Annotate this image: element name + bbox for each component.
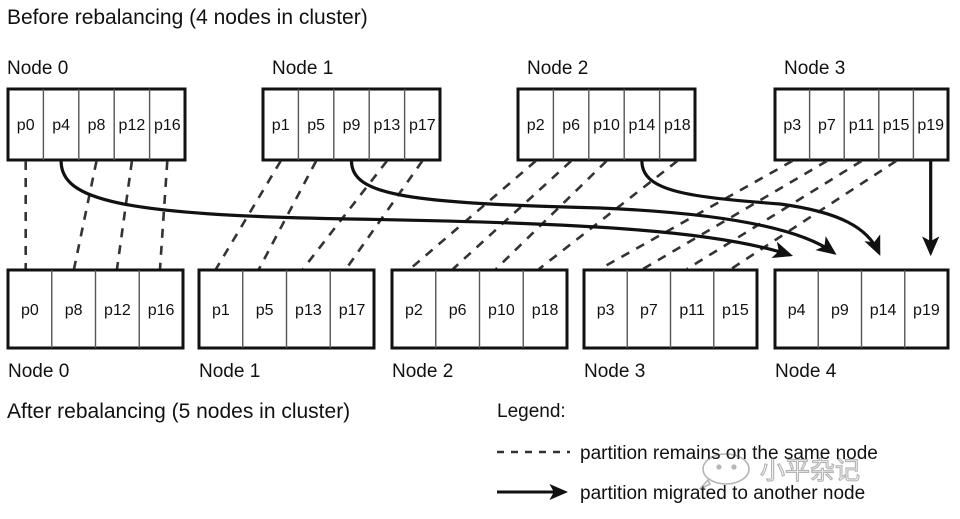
stay-link-p13 [301, 160, 388, 270]
migrate-arrow-p4 [59, 160, 794, 259]
partition-cell: p14 [629, 117, 656, 134]
partition-cell: p8 [88, 117, 106, 134]
stay-link-p7 [642, 159, 828, 271]
stay-link-p5 [257, 160, 318, 270]
after-node-1: p1 p5 p13 p17 Node 1 [197, 268, 376, 382]
partition-cell: p13 [374, 117, 401, 134]
partition-cell: p12 [104, 302, 131, 319]
stay-link-p6 [452, 160, 572, 270]
partition-cell: p13 [295, 302, 322, 319]
before-node-2-box [516, 87, 697, 162]
partition-cell: p15 [722, 302, 749, 319]
before-node-3: Node 3 p3 p7 p11 p15 p19 [773, 58, 950, 162]
partition-cell: p8 [65, 302, 83, 319]
partition-cell: p1 [272, 117, 290, 134]
after-node-2-label: Node 2 [392, 361, 453, 382]
title-after-rebalancing: After rebalancing (5 nodes in cluster) [7, 400, 350, 423]
after-node-3: p3 p7 p11 p15 Node 3 [582, 268, 759, 382]
partition-cell: p0 [17, 117, 35, 134]
before-node-1: Node 1 p1 p5 p9 p13 p17 [261, 58, 442, 162]
partition-cell: p15 [883, 117, 910, 134]
before-node-3-label: Node 3 [784, 58, 845, 79]
stay-link-p12 [115, 160, 134, 270]
partition-cell: p19 [917, 117, 944, 134]
after-node-1-label: Node 1 [199, 361, 260, 382]
partition-cell: p16 [154, 117, 181, 134]
stay-link-p10 [495, 160, 608, 270]
partition-cell: p3 [783, 117, 801, 134]
partition-cell: p5 [256, 302, 274, 319]
after-node-3-label: Node 3 [584, 361, 645, 382]
partition-cell: p19 [913, 302, 940, 319]
partition-cell: p17 [339, 302, 366, 319]
partition-cell: p5 [307, 117, 325, 134]
stay-link-p18 [538, 159, 679, 271]
partition-cell: p2 [405, 302, 423, 319]
partition-cell: p4 [52, 117, 70, 134]
stay-link-p16 [158, 160, 169, 270]
legend-item-stay-label: partition remains on the same node [580, 443, 878, 464]
stay-link-p15 [730, 159, 897, 271]
after-node-4: p4 p9 p14 p19 Node 4 [773, 268, 950, 382]
stay-link-p17 [344, 160, 424, 270]
before-node-2-label: Node 2 [527, 58, 588, 79]
after-node-4-label: Node 4 [775, 361, 837, 382]
partition-cell: p18 [532, 302, 559, 319]
partition-cell: p6 [449, 302, 467, 319]
stay-link-p8 [72, 160, 98, 270]
partition-cell: p10 [593, 117, 620, 134]
migrate-arrow-p9 [349, 160, 837, 255]
stay-link-p2 [409, 160, 537, 270]
stay-links-group [24, 159, 897, 271]
migration-arrows-group [59, 160, 940, 259]
before-node-0: Node 0 p0 p4 p8 p12 p16 [6, 58, 187, 162]
partition-cell: p14 [870, 302, 897, 319]
before-node-0-label: Node 0 [7, 58, 68, 79]
partition-cell: p18 [664, 117, 691, 134]
partition-cell: p3 [597, 302, 615, 319]
before-node-1-box [261, 87, 442, 162]
legend-title: Legend: [497, 401, 566, 422]
title-before-rebalancing: Before rebalancing (4 nodes in cluster) [7, 6, 368, 29]
partition-cell: p7 [640, 302, 658, 319]
partition-cell: p17 [409, 117, 436, 134]
stay-link-p11 [686, 159, 863, 271]
partition-cell: p6 [562, 117, 580, 134]
partition-cell: p12 [119, 117, 146, 134]
migrate-arrow-p14 [640, 160, 881, 256]
partition-cell: p7 [818, 117, 836, 134]
after-node-2: p2 p6 p10 p18 Node 2 [390, 268, 569, 382]
stay-link-p1 [214, 160, 282, 270]
partition-cell: p9 [831, 302, 849, 319]
after-node-0-label: Node 0 [8, 361, 69, 382]
partition-cell: p10 [488, 302, 515, 319]
before-node-2: Node 2 p2 p6 p10 p14 p18 [516, 58, 697, 162]
legend: Legend: partition remains on the same no… [497, 401, 878, 504]
partition-cell: p9 [343, 117, 361, 134]
partition-cell: p16 [148, 302, 175, 319]
after-node-0: p0 p8 p12 p16 Node 0 [6, 268, 185, 382]
before-node-0-box [6, 87, 187, 162]
partition-cell: p11 [679, 302, 705, 319]
before-node-1-label: Node 1 [272, 58, 333, 79]
legend-item-migrate-label: partition migrated to another node [580, 483, 865, 504]
partition-cell: p0 [21, 302, 39, 319]
before-node-3-box [773, 87, 950, 162]
partition-cell: p11 [849, 117, 875, 134]
partition-cell: p1 [212, 302, 230, 319]
partition-cell: p2 [527, 117, 545, 134]
partition-cell: p4 [788, 302, 806, 319]
